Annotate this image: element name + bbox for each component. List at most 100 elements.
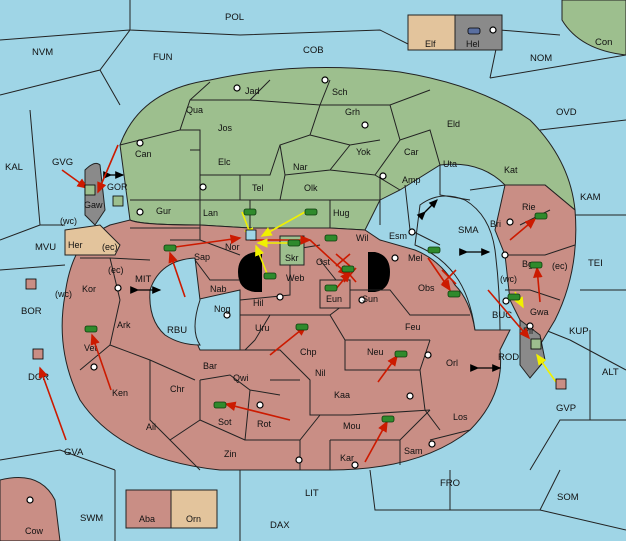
label-kar: Kar <box>340 453 354 463</box>
label-feu: Feu <box>405 322 421 332</box>
label-rie: Rie <box>522 202 536 212</box>
label-chr: Chr <box>170 384 185 394</box>
label-olk: Olk <box>304 183 318 193</box>
label-buc: BUC <box>492 310 512 321</box>
label-hug: Hug <box>333 208 350 218</box>
label-pol: POL <box>225 12 244 23</box>
label-esm: Esm <box>389 231 407 241</box>
label-her-ec: (ec) <box>102 242 118 252</box>
label-lan: Lan <box>203 208 218 218</box>
label-orn: Orn <box>186 514 201 524</box>
label-kup: KUP <box>569 326 589 337</box>
impassable-west <box>238 252 262 292</box>
label-gor: GOR <box>107 182 128 192</box>
label-bgn-ec: (ec) <box>552 261 568 271</box>
label-uru: Uru <box>255 323 270 333</box>
label-gaw: Gaw <box>84 200 103 210</box>
label-jos: Jos <box>218 123 233 133</box>
label-gva: GVA <box>64 447 84 458</box>
sea-rbu-gulf <box>149 257 201 346</box>
label-elc: Elc <box>218 157 231 167</box>
label-mou: Mou <box>343 421 361 431</box>
label-orl: Orl <box>446 358 458 368</box>
label-bor: BOR <box>21 306 42 317</box>
label-nab: Nab <box>210 284 227 294</box>
label-sun: Sun <box>362 294 378 304</box>
label-ark: Ark <box>117 320 131 330</box>
label-swm: SWM <box>80 513 103 524</box>
label-sam: Sam <box>404 446 423 456</box>
label-kaa: Kaa <box>334 390 350 400</box>
label-bri: Bri <box>490 219 501 229</box>
label-aba: Aba <box>139 514 155 524</box>
label-nar: Nar <box>293 162 308 172</box>
label-jad: Jad <box>245 86 260 96</box>
label-con: Con <box>595 37 612 48</box>
support-orders <box>241 211 557 383</box>
region-aba[interactable] <box>125 489 172 529</box>
label-sot: Sot <box>218 417 232 427</box>
label-gwa: Gwa <box>530 307 549 317</box>
label-tel: Tel <box>252 183 264 193</box>
label-zin: Zin <box>224 449 237 459</box>
label-sap: Sap <box>194 252 210 262</box>
label-fro: FRO <box>440 478 460 489</box>
label-ken: Ken <box>112 388 128 398</box>
region-cow[interactable] <box>0 477 61 541</box>
green-armies <box>84 208 548 423</box>
label-uta: Uta <box>443 159 457 169</box>
label-rbu: RBU <box>167 325 187 336</box>
label-bgn-wc: (wc) <box>500 274 517 284</box>
label-alt: ALT <box>602 367 619 378</box>
label-pir: Pir <box>523 326 534 336</box>
label-mel: Mel <box>408 253 423 263</box>
label-mvu: MVU <box>35 242 56 253</box>
label-dor: DOR <box>28 372 49 383</box>
label-kal: KAL <box>5 162 23 173</box>
label-nil: Nil <box>315 368 326 378</box>
region-her[interactable] <box>64 224 121 256</box>
label-rod: ROD <box>498 352 519 363</box>
label-elf: Elf <box>425 39 436 49</box>
label-tei: TEI <box>588 258 603 269</box>
label-cow: Cow <box>25 526 44 536</box>
label-nor: Nor <box>225 242 240 252</box>
label-chp: Chp <box>300 347 317 357</box>
label-som: SOM <box>557 492 579 503</box>
label-amp: Amp <box>402 175 421 185</box>
label-vet: Vet <box>84 343 98 353</box>
label-nog: Nog <box>214 304 231 314</box>
label-bar: Bar <box>203 361 217 371</box>
label-yok: Yok <box>356 147 371 157</box>
label-gvg: GVG <box>52 157 73 168</box>
other-units <box>25 27 567 390</box>
label-los: Los <box>453 412 468 422</box>
label-neu: Neu <box>367 347 384 357</box>
sea-sma-gulf <box>414 195 501 331</box>
label-kor-wc: (wc) <box>55 289 72 299</box>
label-hil: Hil <box>253 298 264 308</box>
impassable-east <box>368 252 390 292</box>
region-orn[interactable] <box>170 489 218 529</box>
label-grh: Grh <box>345 107 360 117</box>
label-nom: NOM <box>530 53 552 64</box>
label-nvm: NVM <box>32 47 53 58</box>
label-obs: Obs <box>418 283 435 293</box>
label-sma: SMA <box>458 225 479 236</box>
label-dax: DAX <box>270 520 290 531</box>
region-elf[interactable] <box>407 14 456 51</box>
label-can: Can <box>135 149 152 159</box>
label-skr: Skr <box>285 253 299 263</box>
label-rot: Rot <box>257 419 272 429</box>
label-fun: FUN <box>153 52 173 63</box>
label-ovd: OVD <box>556 107 577 118</box>
label-mit: MIT <box>135 274 152 285</box>
label-eld: Eld <box>447 119 460 129</box>
label-ail: Ail <box>146 422 156 432</box>
label-lit: LIT <box>305 488 319 499</box>
adjacency-arrows <box>103 171 502 372</box>
label-kor-ec: (ec) <box>108 265 124 275</box>
